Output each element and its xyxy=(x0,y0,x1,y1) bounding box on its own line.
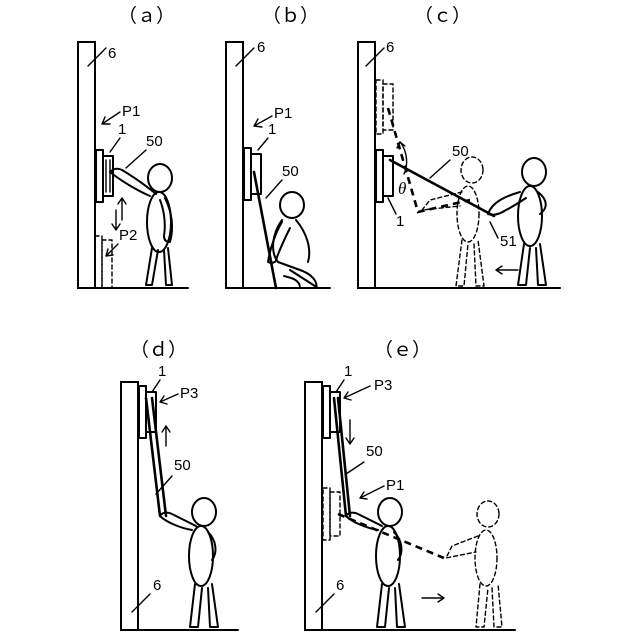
device-mount xyxy=(244,148,251,200)
device-ghost xyxy=(376,80,383,134)
right-arrow xyxy=(422,594,444,602)
device-ghost xyxy=(95,236,102,288)
panel-e-label: （ｅ） xyxy=(374,339,431,361)
p3-label: P3 xyxy=(180,385,198,402)
device-ghost xyxy=(323,488,330,540)
wall-label: 6 xyxy=(386,39,394,56)
p1-label: P1 xyxy=(386,477,404,494)
device-label: 1 xyxy=(268,121,276,138)
wall xyxy=(358,42,375,288)
panel-d-label: （ｄ） xyxy=(130,339,187,361)
person-ghost xyxy=(446,501,502,627)
wall-label: 6 xyxy=(108,45,116,62)
device-body xyxy=(103,156,113,196)
down-arrow xyxy=(346,420,354,444)
cable xyxy=(254,172,276,288)
device-label: 1 xyxy=(158,363,166,380)
device-mount xyxy=(96,150,103,202)
wall xyxy=(78,42,95,288)
panel-b-label: （ｂ） xyxy=(262,5,319,27)
device-label: 1 xyxy=(118,121,126,138)
cable-label: 50 xyxy=(282,163,299,180)
wall xyxy=(305,382,322,630)
wall xyxy=(226,42,243,288)
cable xyxy=(334,398,350,516)
device-mount xyxy=(376,150,383,202)
device-label: 1 xyxy=(396,213,404,230)
angle-label: θ xyxy=(398,179,406,198)
panel-a-label: （ａ） xyxy=(118,5,175,27)
p1-label: P1 xyxy=(122,103,140,120)
person xyxy=(160,498,218,627)
person xyxy=(346,498,405,627)
panel-d: （ｄ） 6 1 P3 50 xyxy=(121,339,238,630)
panel-e: （ｅ） 6 1 P3 P1 50 xyxy=(305,339,515,630)
up-down-arrows xyxy=(112,198,126,230)
device-label: 1 xyxy=(344,363,352,380)
panel-c-label: （ｃ） xyxy=(414,5,471,27)
cable-label: 50 xyxy=(452,143,469,160)
cable-label: 50 xyxy=(366,443,383,460)
handle-label: 51 xyxy=(500,233,517,250)
wall-label: 6 xyxy=(336,577,344,594)
p3-label: P3 xyxy=(374,377,392,394)
wall xyxy=(121,382,138,630)
panel-c: （ｃ） 6 1 50 θ 51 xyxy=(358,5,560,288)
cable-label: 50 xyxy=(174,457,191,474)
cable-label: 50 xyxy=(146,133,163,150)
p1-label: P1 xyxy=(274,105,292,122)
wall-label: 6 xyxy=(257,39,265,56)
wall-label: 6 xyxy=(153,577,161,594)
person xyxy=(268,192,322,288)
panel-b: （ｂ） 6 1 P1 50 xyxy=(226,5,330,288)
person xyxy=(488,158,546,285)
panel-a: （ａ） 6 1 P1 50 P2 xyxy=(78,5,188,288)
device-mount xyxy=(139,386,146,438)
device-mount xyxy=(323,386,330,438)
left-arrow xyxy=(496,266,518,274)
up-arrow xyxy=(162,426,170,446)
p2-label: P2 xyxy=(119,227,137,244)
